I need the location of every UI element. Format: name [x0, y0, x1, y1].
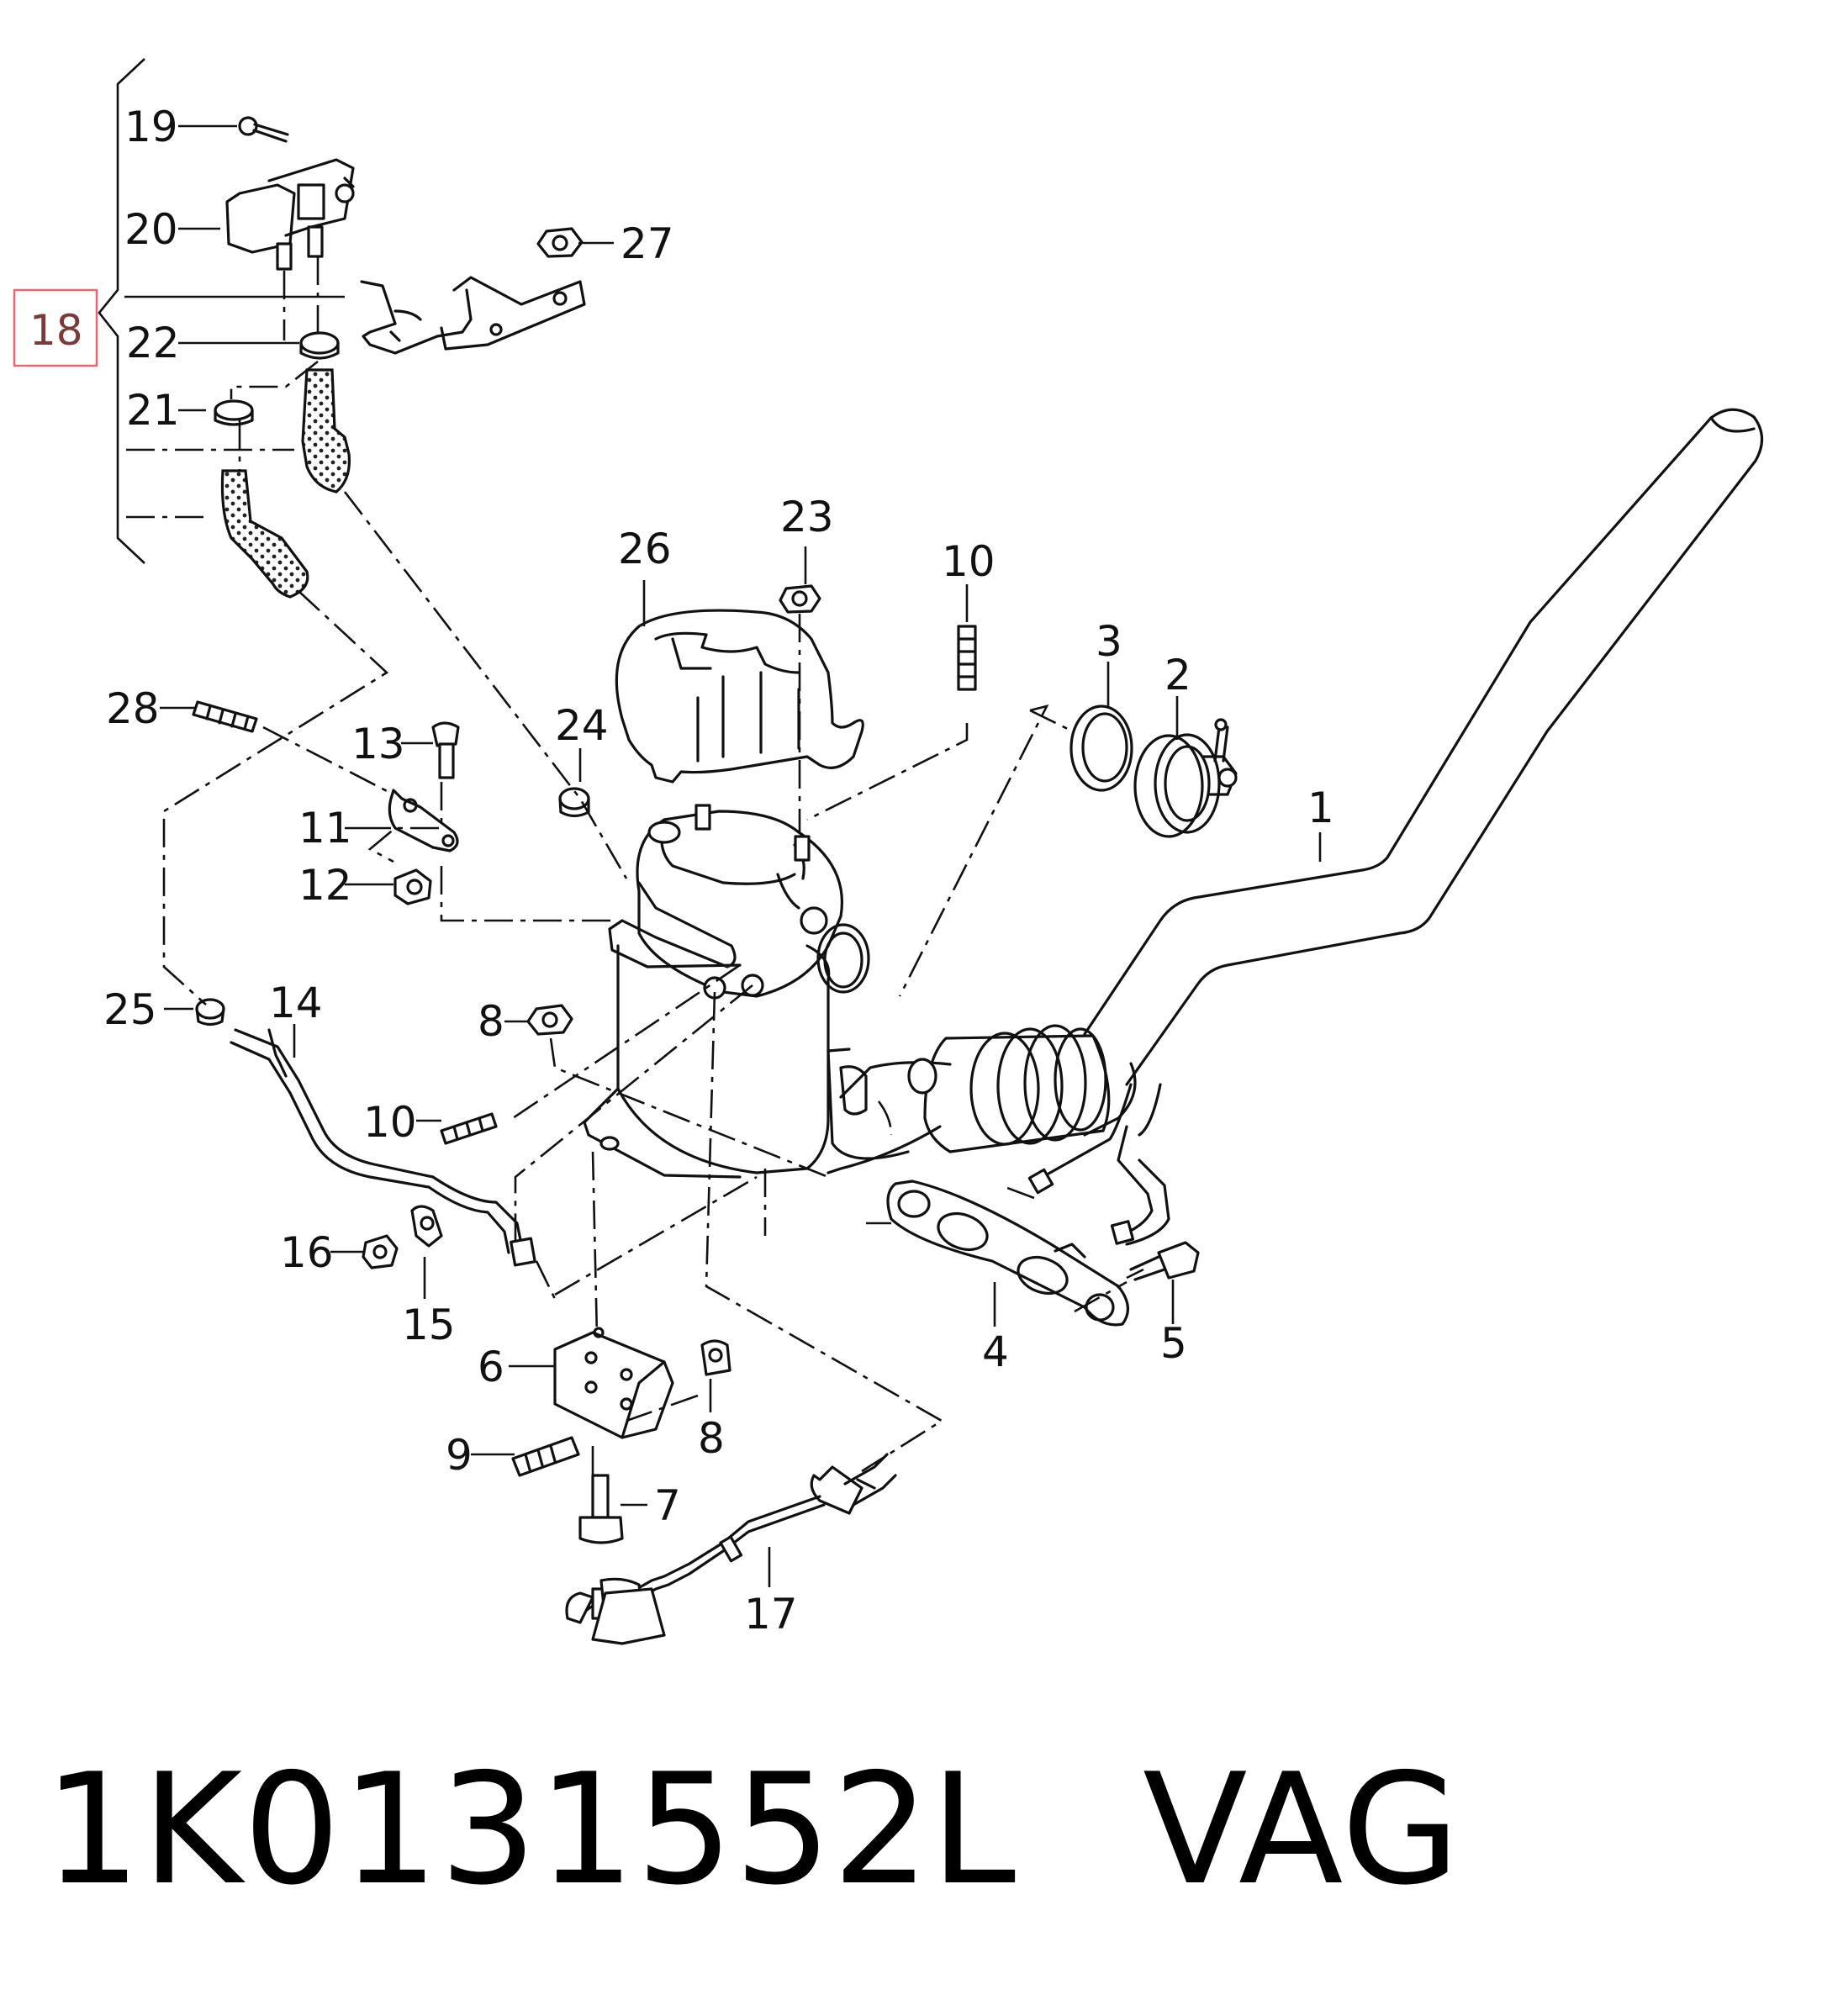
- nut-12: [393, 868, 432, 905]
- label-5: 5: [1160, 1319, 1187, 1368]
- label-4: 4: [982, 1327, 1009, 1376]
- bolt-19: [238, 116, 289, 143]
- dpf-studs: [694, 804, 811, 862]
- clip-15: [410, 1205, 443, 1248]
- label-8-bottom: 8: [698, 1414, 725, 1463]
- label-16: 16: [280, 1228, 334, 1277]
- label-22: 22: [126, 319, 180, 367]
- bracket-11: [388, 789, 459, 852]
- heat-shield: [615, 609, 864, 784]
- label-20: 20: [124, 205, 178, 254]
- label-23: 23: [780, 493, 834, 541]
- highlighted-label-18: 18: [13, 288, 98, 367]
- label-8-top: 8: [478, 997, 504, 1046]
- sealing-ring: [1069, 705, 1133, 792]
- pipe-clamp: [1133, 718, 1238, 838]
- callout-labels: 19 20 27 22 21 26 23 10 3 2 1 28 13 24 1…: [103, 103, 1334, 1639]
- bolt-13: [431, 721, 460, 779]
- sensor-pipe: [230, 1028, 536, 1267]
- exhaust-pipe: [1083, 408, 1764, 1086]
- label-2: 2: [1164, 651, 1191, 699]
- label-26: 26: [618, 525, 672, 573]
- clamp-25: [195, 998, 225, 1026]
- nut-16: [362, 1234, 399, 1269]
- hose-clamps-top: [214, 331, 340, 426]
- part-number: 1K0131552L: [44, 1740, 1017, 1918]
- sensor-bracket: [360, 276, 586, 355]
- label-27: 27: [621, 219, 674, 268]
- label-9: 9: [446, 1431, 473, 1480]
- flex-pipe: [827, 1024, 1137, 1174]
- bolt-7: [578, 1474, 624, 1544]
- stud-28: [192, 700, 258, 733]
- stud-10-left: [440, 1112, 498, 1145]
- pressure-sensor: [225, 158, 355, 271]
- dpf-strap: [608, 881, 742, 968]
- label-1: 1: [1307, 784, 1334, 832]
- label-10-left: 10: [363, 1098, 417, 1147]
- assembly-lines: [126, 256, 1144, 1480]
- nut-8-bottom: [700, 1339, 731, 1376]
- label-13: 13: [351, 720, 405, 768]
- diesel-particulate-filter: [583, 810, 910, 1179]
- label-15: 15: [402, 1301, 456, 1349]
- label-6: 6: [478, 1343, 504, 1391]
- sensor-hoses: [220, 368, 351, 599]
- label-28: 28: [106, 684, 160, 733]
- clamp-24: [558, 787, 590, 818]
- bracket-6: [553, 1327, 674, 1439]
- label-10-top: 10: [942, 537, 995, 586]
- label-14: 14: [269, 979, 323, 1027]
- brand-name: VAG: [1143, 1740, 1461, 1918]
- label-19: 19: [124, 103, 178, 151]
- label-21: 21: [126, 386, 180, 435]
- label-18: 18: [29, 306, 83, 355]
- label-3: 3: [1096, 617, 1122, 666]
- nut-top: [779, 584, 821, 614]
- leader-lines: [124, 124, 1322, 1587]
- label-12: 12: [298, 861, 352, 910]
- sensor-tube-right: [1027, 1083, 1170, 1246]
- temperature-sensor: [565, 1453, 897, 1645]
- stud-9: [511, 1436, 580, 1477]
- gasket: [886, 1180, 1129, 1327]
- label-24: 24: [555, 701, 609, 750]
- bolt-5: [1129, 1241, 1200, 1281]
- stud-top: [957, 625, 977, 691]
- nut-8-top: [526, 1004, 573, 1036]
- nut-27: [536, 227, 584, 258]
- label-25: 25: [103, 985, 157, 1034]
- label-17: 17: [744, 1590, 798, 1639]
- label-7: 7: [654, 1481, 681, 1530]
- group-bracket-18: [98, 58, 145, 564]
- label-11: 11: [298, 804, 352, 852]
